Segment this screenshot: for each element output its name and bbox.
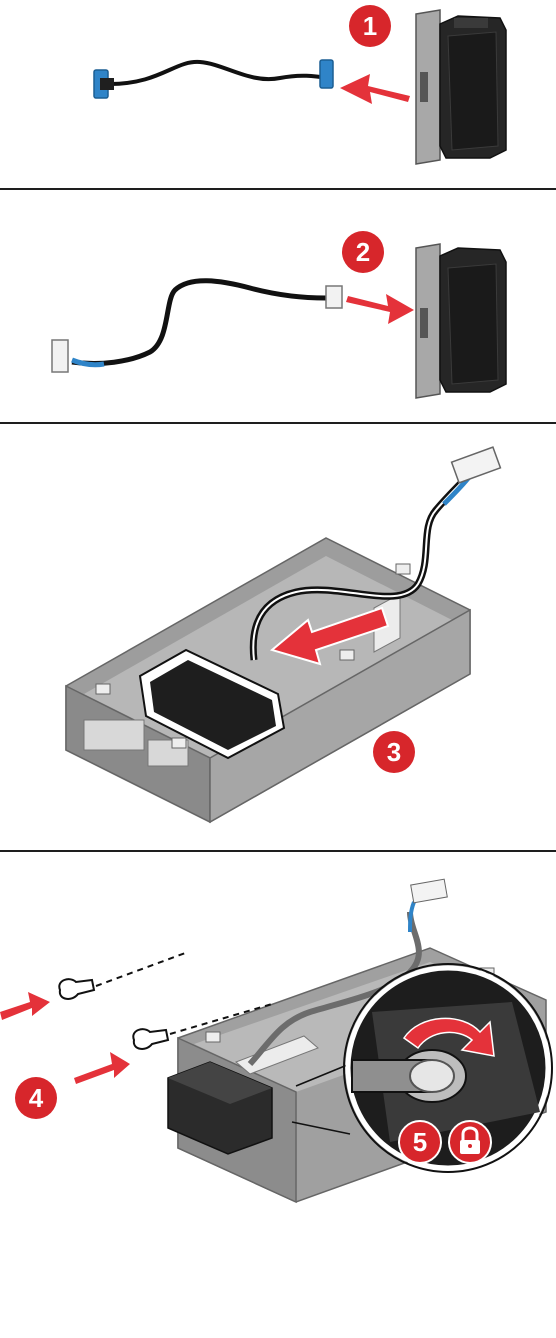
svg-text:2: 2 [356,237,370,267]
step-5-badge: 5 [399,1121,441,1163]
svg-text:4: 4 [29,1083,44,1113]
screw-bottom [133,1029,168,1049]
step-4-5-panel: 4 5 [0,852,556,1338]
screw-top [59,979,94,999]
card-module [416,10,506,164]
white-connector-right [326,286,342,308]
module-housing [66,538,470,822]
svg-text:1: 1 [363,11,377,41]
step-3-badge: 3 [373,731,415,773]
card-module [416,244,506,398]
step-2-badge: 2 [342,231,384,273]
svg-text:3: 3 [387,737,401,767]
blue-connector-right [320,60,333,88]
white-connector [452,447,501,483]
step-1-panel: 1 [0,0,556,188]
step-1-badge: 1 [349,5,391,47]
lock-icon [449,1121,491,1163]
arrow-left-icon [340,74,410,104]
arrow-right-icon [0,992,50,1020]
interface-cable [94,60,333,98]
step-4-badge: 4 [15,1077,57,1119]
white-connector [411,879,448,903]
step-2-panel: 2 [0,190,556,422]
svg-text:5: 5 [413,1127,427,1157]
arrow-right-icon [74,1052,130,1084]
step-3-panel: 3 [0,424,556,850]
white-connector-left [52,340,68,372]
interface-cable [52,281,342,372]
arrow-right-icon [346,294,414,324]
